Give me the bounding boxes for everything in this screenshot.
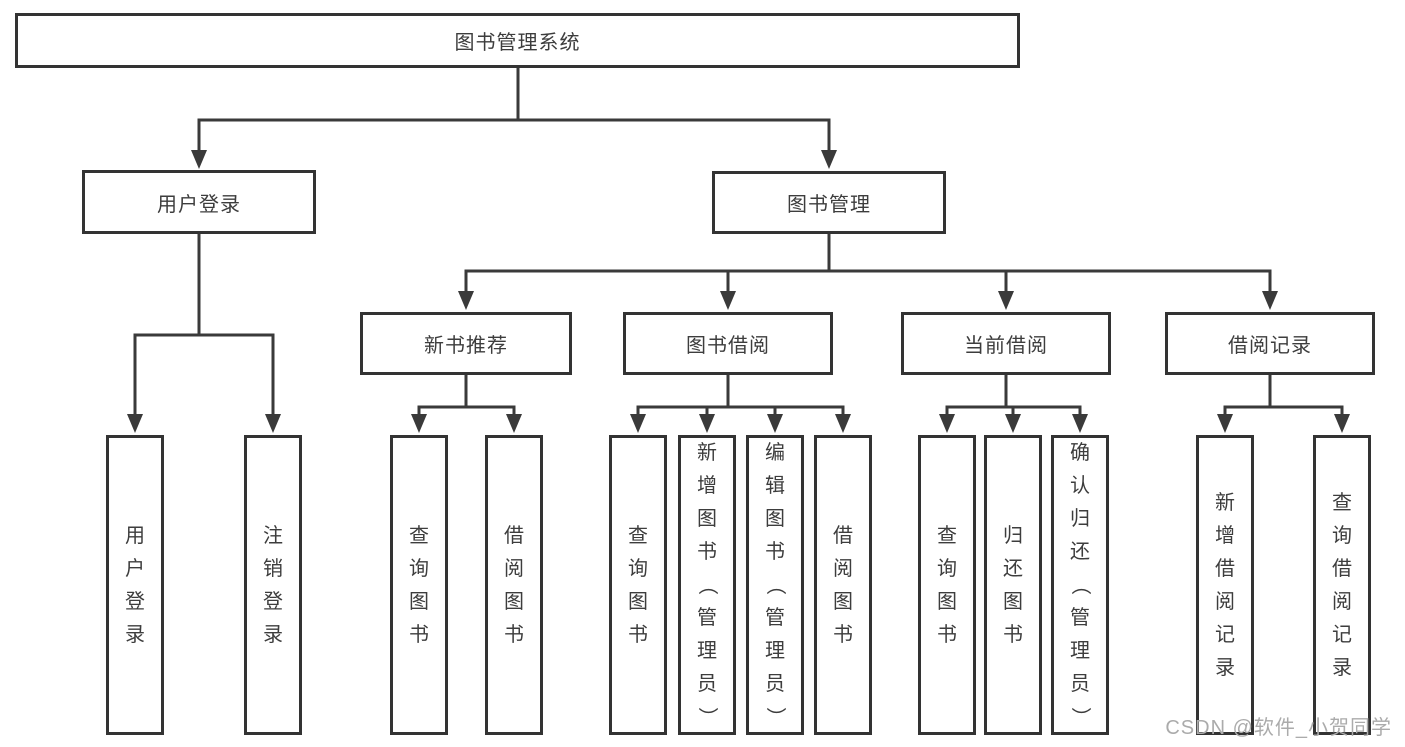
leaf-edit-book-admin-label: 编辑图书（管理员）	[764, 442, 786, 727]
leaf-add-borrow-record: 新增借阅记录	[1196, 435, 1254, 735]
leaf-edit-book-admin: 编辑图书（管理员）	[746, 435, 804, 735]
node-borrowing-records: 借阅记录	[1165, 312, 1375, 375]
leaf-query-books-current-label: 查询图书	[937, 524, 957, 646]
leaf-borrow-books-borrowing: 借阅图书	[814, 435, 872, 735]
leaf-query-books-borrowing: 查询图书	[609, 435, 667, 735]
node-new-book-recommend: 新书推荐	[360, 312, 572, 375]
leaf-return-books-label: 归还图书	[1003, 524, 1023, 646]
leaf-confirm-return-admin-label: 确认归还（管理员）	[1069, 442, 1091, 727]
leaf-user-login: 用户登录	[106, 435, 164, 735]
leaf-query-books-recommend-label: 查询图书	[409, 524, 429, 646]
node-current-borrowing: 当前借阅	[901, 312, 1111, 375]
leaf-borrow-books-borrowing-label: 借阅图书	[833, 524, 853, 646]
leaf-return-books: 归还图书	[984, 435, 1042, 735]
leaf-query-books-recommend: 查询图书	[390, 435, 448, 735]
leaf-query-books-current: 查询图书	[918, 435, 976, 735]
node-root: 图书管理系统	[15, 13, 1020, 68]
leaf-add-borrow-record-label: 新增借阅记录	[1215, 491, 1235, 679]
node-new-book-recommend-label: 新书推荐	[424, 335, 508, 357]
node-book-borrowing: 图书借阅	[623, 312, 833, 375]
leaf-logout: 注销登录	[244, 435, 302, 735]
csdn-watermark: CSDN @软件_小贺同学	[1165, 717, 1392, 739]
leaf-query-borrow-record-label: 查询借阅记录	[1332, 491, 1352, 679]
node-book-borrowing-label: 图书借阅	[686, 335, 770, 357]
leaf-borrow-books-recommend-label: 借阅图书	[504, 524, 524, 646]
leaf-confirm-return-admin: 确认归还（管理员）	[1051, 435, 1109, 735]
leaf-query-books-borrowing-label: 查询图书	[628, 524, 648, 646]
arrowheads	[127, 150, 1350, 433]
node-user-login: 用户登录	[82, 170, 316, 234]
leaf-add-book-admin: 新增图书（管理员）	[678, 435, 736, 735]
leaf-add-book-admin-label: 新增图书（管理员）	[696, 442, 718, 727]
node-borrowing-records-label: 借阅记录	[1228, 335, 1312, 357]
leaf-logout-label: 注销登录	[263, 524, 283, 646]
node-root-label: 图书管理系统	[454, 32, 581, 54]
node-user-login-label: 用户登录	[157, 193, 241, 216]
leaf-borrow-books-recommend: 借阅图书	[485, 435, 543, 735]
leaf-query-borrow-record: 查询借阅记录	[1313, 435, 1371, 735]
leaf-user-login-label: 用户登录	[125, 524, 145, 646]
node-book-management: 图书管理	[712, 171, 946, 234]
node-current-borrowing-label: 当前借阅	[964, 335, 1048, 357]
node-book-management-label: 图书管理	[787, 194, 871, 216]
